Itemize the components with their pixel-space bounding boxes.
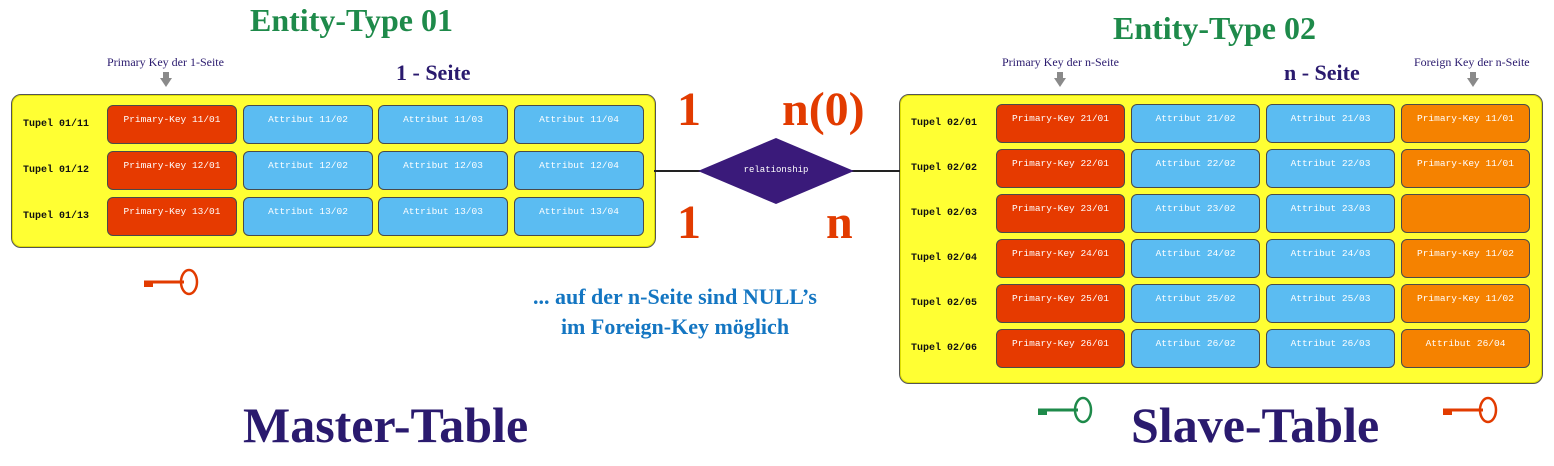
row-label: Tupel 01/11: [23, 119, 90, 130]
attribute-cell: Attribut 13/04: [514, 197, 644, 236]
row-label: Tupel 02/04: [911, 253, 978, 264]
n-side-label: n - Seite: [1284, 60, 1360, 85]
attribute-cell: Attribut 21/02: [1131, 104, 1260, 143]
relationship-label: relationship: [743, 165, 809, 175]
pk-arrow-n-side: [1054, 72, 1066, 87]
slave-table-caption: Slave-Table: [1131, 397, 1380, 453]
row-label: Tupel 02/01: [911, 118, 978, 129]
attribute-cell: Attribut 24/02: [1131, 239, 1260, 278]
foreign-key-cell: Attribut 26/04: [1401, 329, 1530, 368]
primary-key-cell: Primary-Key 11/01: [107, 105, 237, 144]
row-label: Tupel 02/03: [911, 208, 978, 219]
primary-key-cell: Primary-Key 13/01: [107, 197, 237, 236]
primary-key-cell: Primary-Key 21/01: [996, 104, 1125, 143]
attribute-cell: Attribut 24/03: [1266, 239, 1395, 278]
row-label: Tupel 02/06: [911, 343, 978, 354]
key-icon-red-master: [144, 268, 199, 296]
foreign-key-cell: Primary-Key 11/01: [1401, 104, 1530, 143]
foreign-key-cell: [1401, 194, 1530, 233]
attribute-cell: Attribut 13/03: [378, 197, 508, 236]
attribute-cell: Attribut 21/03: [1266, 104, 1395, 143]
attribute-cell: Attribut 22/03: [1266, 149, 1395, 188]
attribute-cell: Attribut 12/04: [514, 151, 644, 190]
one-side-label: 1 - Seite: [396, 60, 471, 85]
primary-key-cell: Primary-Key 12/01: [107, 151, 237, 190]
null-note-line1: ... auf der n-Seite sind NULL’s: [532, 284, 817, 309]
foreign-key-cell: Primary-Key 11/02: [1401, 239, 1530, 278]
entity-type-01-title: Entity-Type 01: [250, 2, 453, 38]
cardinality-bottom-left: 1: [677, 196, 701, 249]
fk-label-n-side: Foreign Key der n-Seite: [1414, 55, 1530, 69]
primary-key-cell: Primary-Key 25/01: [996, 284, 1125, 323]
pk-label-n-side: Primary Key der n-Seite: [1002, 55, 1119, 69]
attribute-cell: Attribut 11/03: [378, 105, 508, 144]
entity-type-02-title: Entity-Type 02: [1113, 10, 1316, 46]
primary-key-cell: Primary-Key 26/01: [996, 329, 1125, 368]
relationship-diamond: [698, 138, 854, 204]
attribute-cell: Attribut 23/02: [1131, 194, 1260, 233]
attribute-cell: Attribut 12/03: [378, 151, 508, 190]
attribute-cell: Attribut 23/03: [1266, 194, 1395, 233]
row-label: Tupel 01/13: [23, 211, 90, 222]
attribute-cell: Attribut 11/02: [243, 105, 373, 144]
attribute-cell: Attribut 25/03: [1266, 284, 1395, 323]
pk-label-one-side: Primary Key der 1-Seite: [107, 55, 224, 69]
row-label: Tupel 02/02: [911, 163, 978, 174]
attribute-cell: Attribut 26/02: [1131, 329, 1260, 368]
primary-key-cell: Primary-Key 24/01: [996, 239, 1125, 278]
key-icon-green-slave: [1038, 396, 1093, 424]
cardinality-top-left: 1: [677, 83, 701, 136]
foreign-key-cell: Primary-Key 11/02: [1401, 284, 1530, 323]
relationship-connector: [654, 138, 900, 204]
cardinality-top-right: n(0): [782, 83, 865, 136]
null-note-line2: im Foreign-Key möglich: [560, 314, 790, 339]
pk-arrow-one-side: [160, 72, 172, 87]
row-label: Tupel 02/05: [911, 298, 978, 309]
master-table-caption: Master-Table: [243, 397, 529, 453]
primary-key-cell: Primary-Key 23/01: [996, 194, 1125, 233]
foreign-key-cell: Primary-Key 11/01: [1401, 149, 1530, 188]
attribute-cell: Attribut 22/02: [1131, 149, 1260, 188]
primary-key-cell: Primary-Key 22/01: [996, 149, 1125, 188]
attribute-cell: Attribut 26/03: [1266, 329, 1395, 368]
attribute-cell: Attribut 13/02: [243, 197, 373, 236]
fk-arrow-n-side: [1467, 72, 1479, 87]
row-label: Tupel 01/12: [23, 165, 90, 176]
key-icon-red-slave: [1443, 396, 1498, 424]
attribute-cell: Attribut 11/04: [514, 105, 644, 144]
cardinality-bottom-right: n: [826, 196, 853, 249]
attribute-cell: Attribut 25/02: [1131, 284, 1260, 323]
attribute-cell: Attribut 12/02: [243, 151, 373, 190]
null-note: ... auf der n-Seite sind NULL’s im Forei…: [470, 282, 880, 342]
